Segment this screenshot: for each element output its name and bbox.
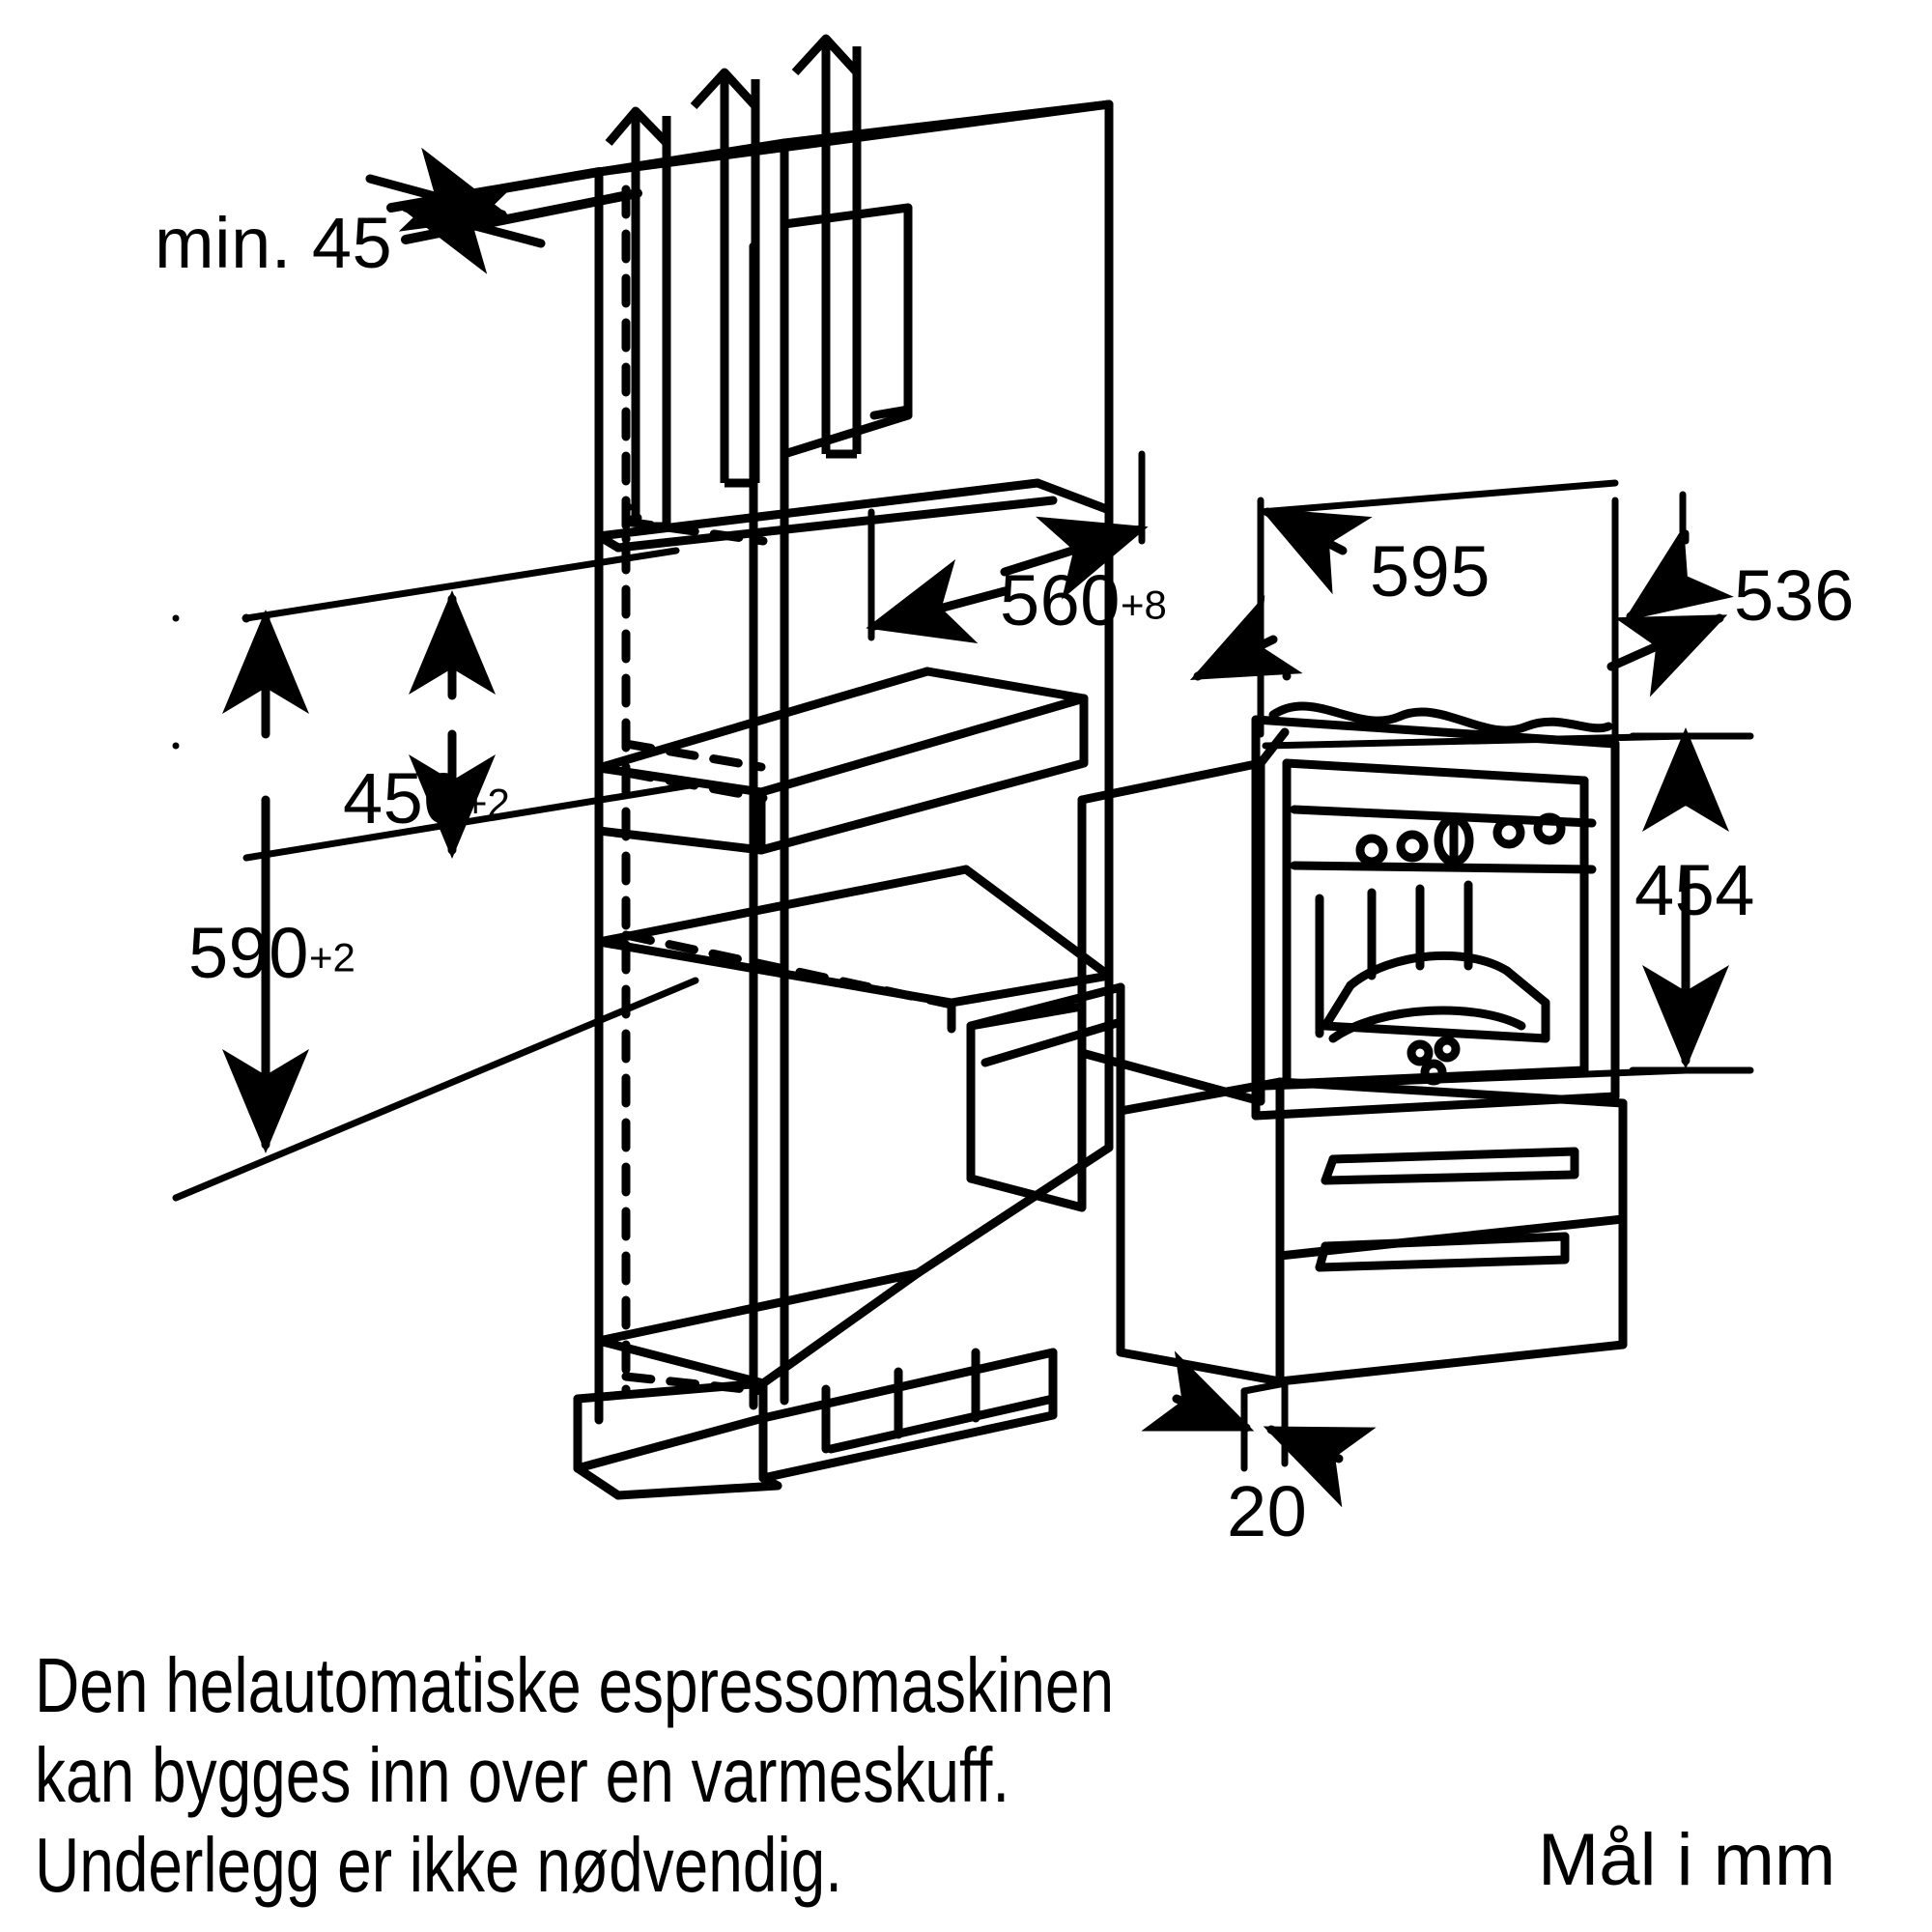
dimension-label-454: 454 <box>1634 855 1755 926</box>
dimension-tolerance-590: +2 <box>308 934 355 980</box>
cabinet-outline <box>573 99 1114 1500</box>
dimension-label-595: 595 <box>1370 536 1491 608</box>
dimension-label-536: 536 <box>1734 560 1855 632</box>
dimension-value-20: 20 <box>1227 1471 1308 1551</box>
dimension-tolerance-560: +8 <box>1120 582 1167 628</box>
dimension-value-min-45: min. 45 <box>155 203 393 283</box>
airflow-arrows <box>605 34 862 531</box>
caption-line-2: kan bygges inn over en varmeskuff. <box>35 1732 1010 1818</box>
dimension-label-590: 590+2 <box>188 918 355 989</box>
dimension-label-560: 560+8 <box>1000 565 1167 637</box>
dimension-label-20: 20 <box>1227 1476 1307 1548</box>
dimension-value-536: 536 <box>1734 555 1855 636</box>
dimension-value-590: 590 <box>188 913 309 993</box>
dimension-value-595: 595 <box>1370 531 1491 611</box>
espresso-machine <box>966 701 1620 1212</box>
dimension-label-min-45: min. 45 <box>155 208 392 279</box>
dimension-value-560: 560 <box>1000 560 1121 640</box>
units-note: Mål i mm <box>1538 1819 1836 1901</box>
caption-line-1: Den helautomatiske espressomaskinen <box>35 1642 1115 1728</box>
warming-drawer <box>1116 982 1628 1386</box>
caption-line-3: Underlegg er ikke nødvendig. <box>35 1822 843 1908</box>
dimension-lines <box>172 147 1754 1508</box>
dimension-value-450: 450 <box>343 758 464 838</box>
dimension-label-450: 450+2 <box>343 763 510 835</box>
dimension-tolerance-450: +2 <box>463 780 510 826</box>
dimension-value-454: 454 <box>1634 850 1755 930</box>
